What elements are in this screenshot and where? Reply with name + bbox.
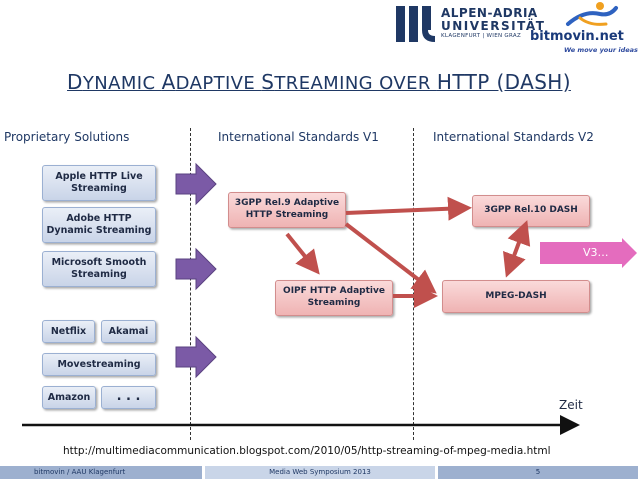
column-header-proprietary: Proprietary Solutions xyxy=(4,130,130,144)
v3-arrow xyxy=(540,238,637,268)
title-cap-1: D xyxy=(67,70,83,94)
box-akamai: Akamai xyxy=(101,320,156,343)
arrow-rel9-to-mpeg xyxy=(344,222,437,294)
box-mpeg-dash: MPEG-DASH xyxy=(442,280,590,313)
university-mark-icon xyxy=(396,6,435,42)
box-3gpp-rel10: 3GPP Rel.10 DASH xyxy=(472,195,590,227)
arrow-rel9-to-oipf xyxy=(285,232,320,275)
title-word-4: HTTP (DASH) xyxy=(436,70,571,94)
university-logo: ALPEN-ADRIA UNIVERSITÄT KLAGENFURT | WIE… xyxy=(395,2,544,48)
box-microsoft-smooth: Microsoft Smooth Streaming xyxy=(42,251,156,287)
separator-line-1 xyxy=(190,128,191,440)
university-name-line3: KLAGENFURT | WIEN GRAZ xyxy=(441,33,522,39)
box-movestreaming: Movestreaming xyxy=(42,353,156,376)
column-header-standards-v1: International Standards V1 xyxy=(218,130,379,144)
university-name-line1: ALPEN-ADRIA xyxy=(441,6,538,20)
footer-page-number: 5 xyxy=(438,466,638,479)
footer: bitmovin / AAU Klagenfurt Media Web Symp… xyxy=(0,466,638,479)
box-amazon: Amazon xyxy=(42,386,96,409)
university-name-line2: UNIVERSITÄT xyxy=(441,19,546,33)
title-word-1: YNAMIC xyxy=(82,73,162,94)
footer-center: Media Web Symposium 2013 xyxy=(205,466,435,479)
column-header-standards-v2: International Standards V2 xyxy=(433,130,594,144)
title-word-3: TREAMING OVER xyxy=(274,73,437,94)
box-adobe-hds: Adobe HTTP Dynamic Streaming xyxy=(42,207,156,243)
box-apple-hls: Apple HTTP Live Streaming xyxy=(42,165,156,201)
box-oipf: OIPF HTTP Adaptive Streaming xyxy=(275,280,393,316)
box-3gpp-rel9: 3GPP Rel.9 Adaptive HTTP Streaming xyxy=(228,192,346,228)
bitmovin-tagline: We move your ideas! xyxy=(564,46,638,54)
title-word-2: DAPTIVE xyxy=(175,73,262,94)
purple-arrow-3 xyxy=(175,335,217,379)
bitmovin-logo: bitmovin.net We move your ideas! xyxy=(530,0,638,60)
footer-left: bitmovin / AAU Klagenfurt xyxy=(0,466,202,479)
box-netflix: Netflix xyxy=(42,320,95,343)
arrow-rel9-to-rel10 xyxy=(345,196,472,221)
box-more: . . . xyxy=(101,386,156,409)
bitmovin-name: bitmovin.net xyxy=(530,29,624,44)
runner-figure-icon xyxy=(566,2,618,26)
purple-arrow-2 xyxy=(175,247,217,291)
purple-arrow-1 xyxy=(175,162,217,206)
source-url: http://multimediacommunication.blogspot.… xyxy=(63,445,551,457)
timeline-label: Zeit xyxy=(559,398,583,412)
title-cap-3: S xyxy=(261,70,275,94)
v3-label: V3… xyxy=(583,246,609,259)
title-cap-2: A xyxy=(161,70,176,94)
arrow-rel10-mpeg-bidirectional xyxy=(503,220,531,278)
slide-title: DYNAMIC ADAPTIVE STREAMING OVER HTTP (DA… xyxy=(0,70,638,94)
